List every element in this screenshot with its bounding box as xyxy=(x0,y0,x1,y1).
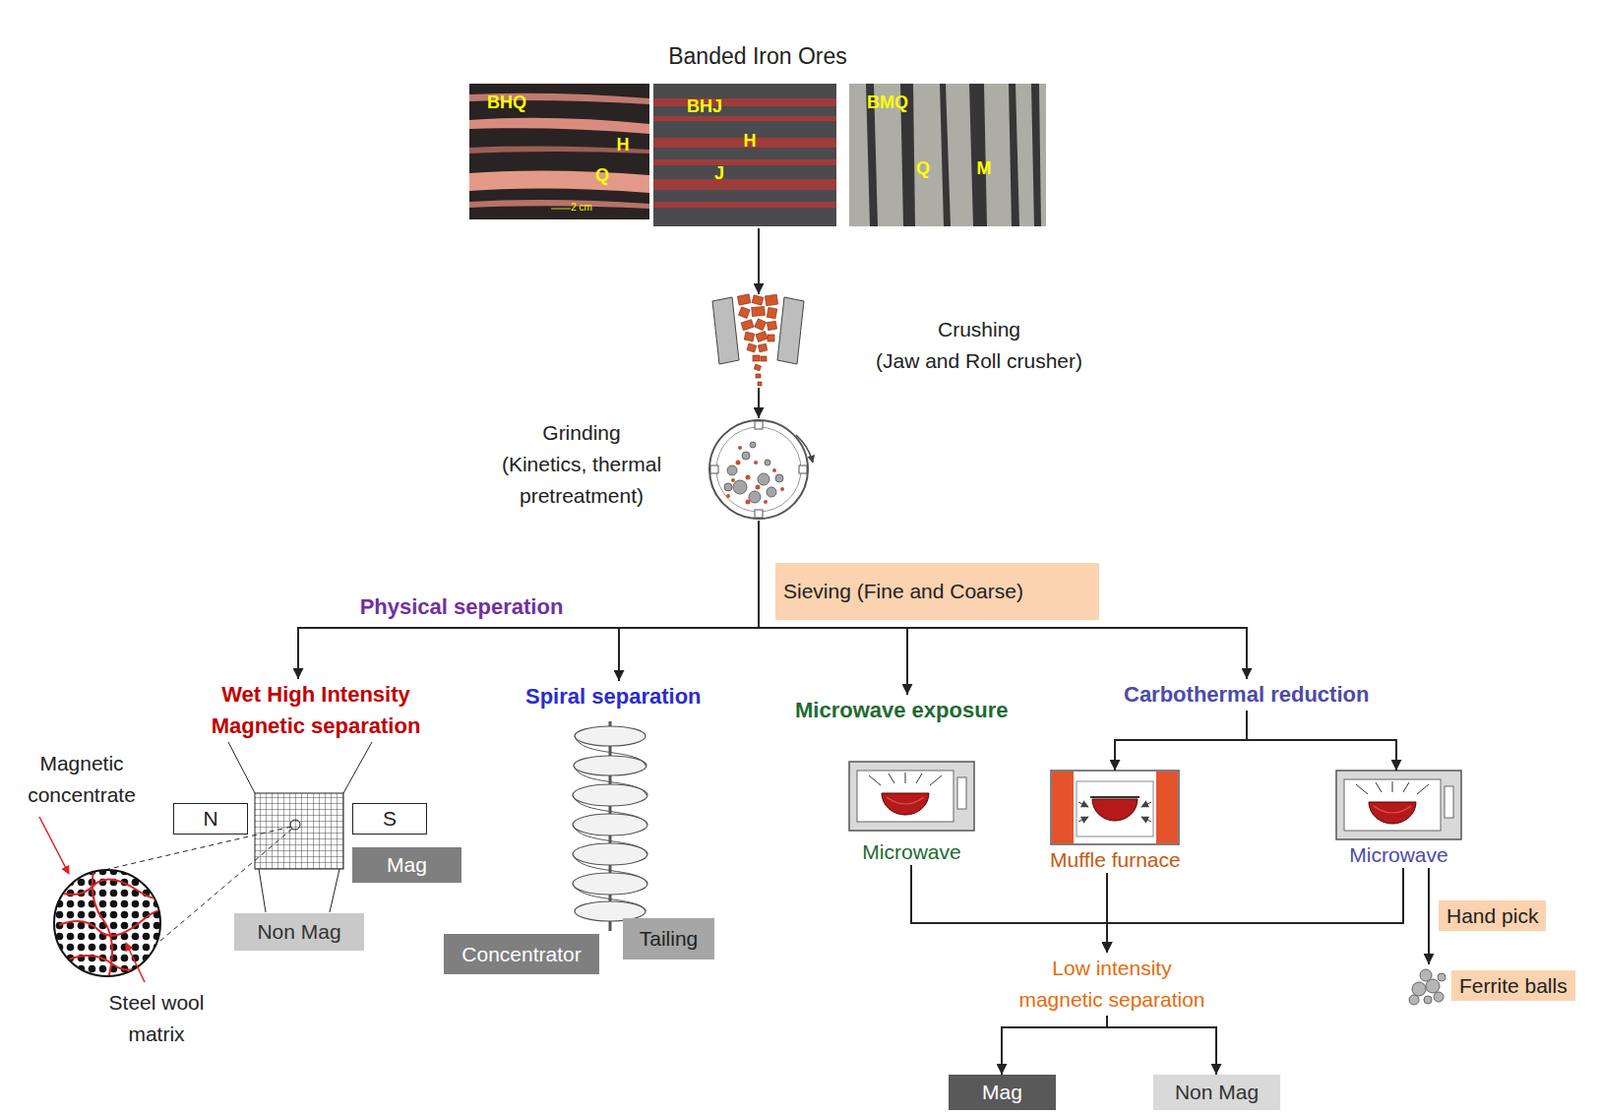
output-box: Non Mag xyxy=(1153,1074,1281,1110)
output-box: Tailing xyxy=(622,918,715,960)
label-text: H xyxy=(743,130,757,152)
node-text: Low intensity magnetic separation xyxy=(1008,952,1216,1016)
flow-arrow xyxy=(298,520,759,679)
node-text: Hand pick xyxy=(1446,900,1539,931)
grinding-step: Grinding(Kinetics, thermal pretreatment) xyxy=(707,418,810,521)
process-heading: Low intensity magnetic separation xyxy=(1008,952,1216,1016)
label-text: BHQ xyxy=(487,92,527,114)
process-heading: Spiral separation xyxy=(525,680,702,713)
node-text: (Jaw and Roll crusher) xyxy=(851,345,1108,377)
process-heading: Wet High Intensity Magnetic separation xyxy=(192,678,439,742)
node-text: Non Mag xyxy=(234,913,365,951)
node-text: Concentrator xyxy=(443,933,600,975)
node-text: Grinding xyxy=(473,417,690,449)
microwave-unit: Microwave xyxy=(1336,770,1462,868)
flow-arrow xyxy=(1107,1015,1217,1075)
flow-arrow xyxy=(757,228,760,295)
node-text: Ferrite balls xyxy=(1451,970,1576,1001)
label-text: Steel wool matrix xyxy=(82,986,231,1050)
node-text: Microwave xyxy=(1336,842,1462,868)
label-text: BMQ xyxy=(866,92,909,114)
note-box: Hand pick xyxy=(1438,900,1546,931)
label-text: Q xyxy=(916,158,930,180)
label-text: Q xyxy=(595,165,610,186)
node-text: Mag xyxy=(948,1074,1056,1110)
process-heading: Carbothermal reduction xyxy=(1123,678,1369,711)
label-text: Physical seperation xyxy=(360,594,564,620)
node-text: S xyxy=(353,803,427,833)
magnet-pole: N xyxy=(173,802,248,835)
node-text: Sieving (Fine and Coarse) xyxy=(783,562,1100,620)
microwave-unit: Microwave xyxy=(849,761,975,865)
magnet-pole: S xyxy=(352,802,428,835)
flow-arrow xyxy=(618,520,759,681)
node-text: Non Mag xyxy=(1153,1074,1281,1110)
product-box: Ferrite balls xyxy=(1406,964,1576,1006)
node-text: (Kinetics, thermal pretreatment) xyxy=(473,448,690,512)
output-box: Mag xyxy=(352,847,462,883)
icon-slot xyxy=(1050,770,1179,845)
sieving-box: Sieving (Fine and Coarse) xyxy=(775,562,1100,620)
icon-slot xyxy=(1406,964,1448,1006)
icon-slot xyxy=(849,761,975,837)
node-text: Tailing xyxy=(622,918,715,960)
node-text: Spiral separation xyxy=(525,680,702,713)
node-text: Muffle furnace xyxy=(1049,847,1181,873)
flow-arrow xyxy=(1107,867,1404,953)
node-text: Microwave xyxy=(849,839,975,865)
label-text: Magnetic concentrate xyxy=(7,747,156,811)
node-text: Microwave exposure xyxy=(795,694,1008,727)
flow-arrow xyxy=(1001,1015,1108,1075)
flow-arrow xyxy=(1114,710,1247,771)
node-text: Crushing xyxy=(851,313,1108,346)
label-text: 2 cm xyxy=(570,201,593,213)
node-text: Wet High Intensity Magnetic separation xyxy=(192,678,439,742)
process-heading: Microwave exposure xyxy=(795,694,1008,727)
label-text: J xyxy=(714,163,725,185)
label-text: BHJ xyxy=(686,96,723,118)
node-text: Banded Iron Ores xyxy=(469,43,1047,70)
node-text: N xyxy=(174,803,247,833)
label-text: M xyxy=(977,158,992,180)
flow-arrow xyxy=(1246,710,1397,771)
flow-arrow xyxy=(911,864,1108,953)
flow-arrow xyxy=(758,520,1247,679)
node-text: Mag xyxy=(352,847,462,883)
crusher-step: Crushing(Jaw and Roll crusher) xyxy=(711,294,804,388)
node-text: Carbothermal reduction xyxy=(1123,678,1369,711)
output-box: Concentrator xyxy=(443,933,600,975)
output-box: Mag xyxy=(948,1074,1056,1110)
label-text: H xyxy=(616,134,630,156)
output-box: Non Mag xyxy=(234,913,365,951)
furnace-unit: Muffle furnace xyxy=(1049,770,1181,873)
ore-sample-group: Banded Iron Ores xyxy=(469,39,1047,229)
flow-arrow xyxy=(757,387,760,419)
flow-arrow xyxy=(1427,867,1430,965)
icon-slot xyxy=(1336,770,1462,840)
